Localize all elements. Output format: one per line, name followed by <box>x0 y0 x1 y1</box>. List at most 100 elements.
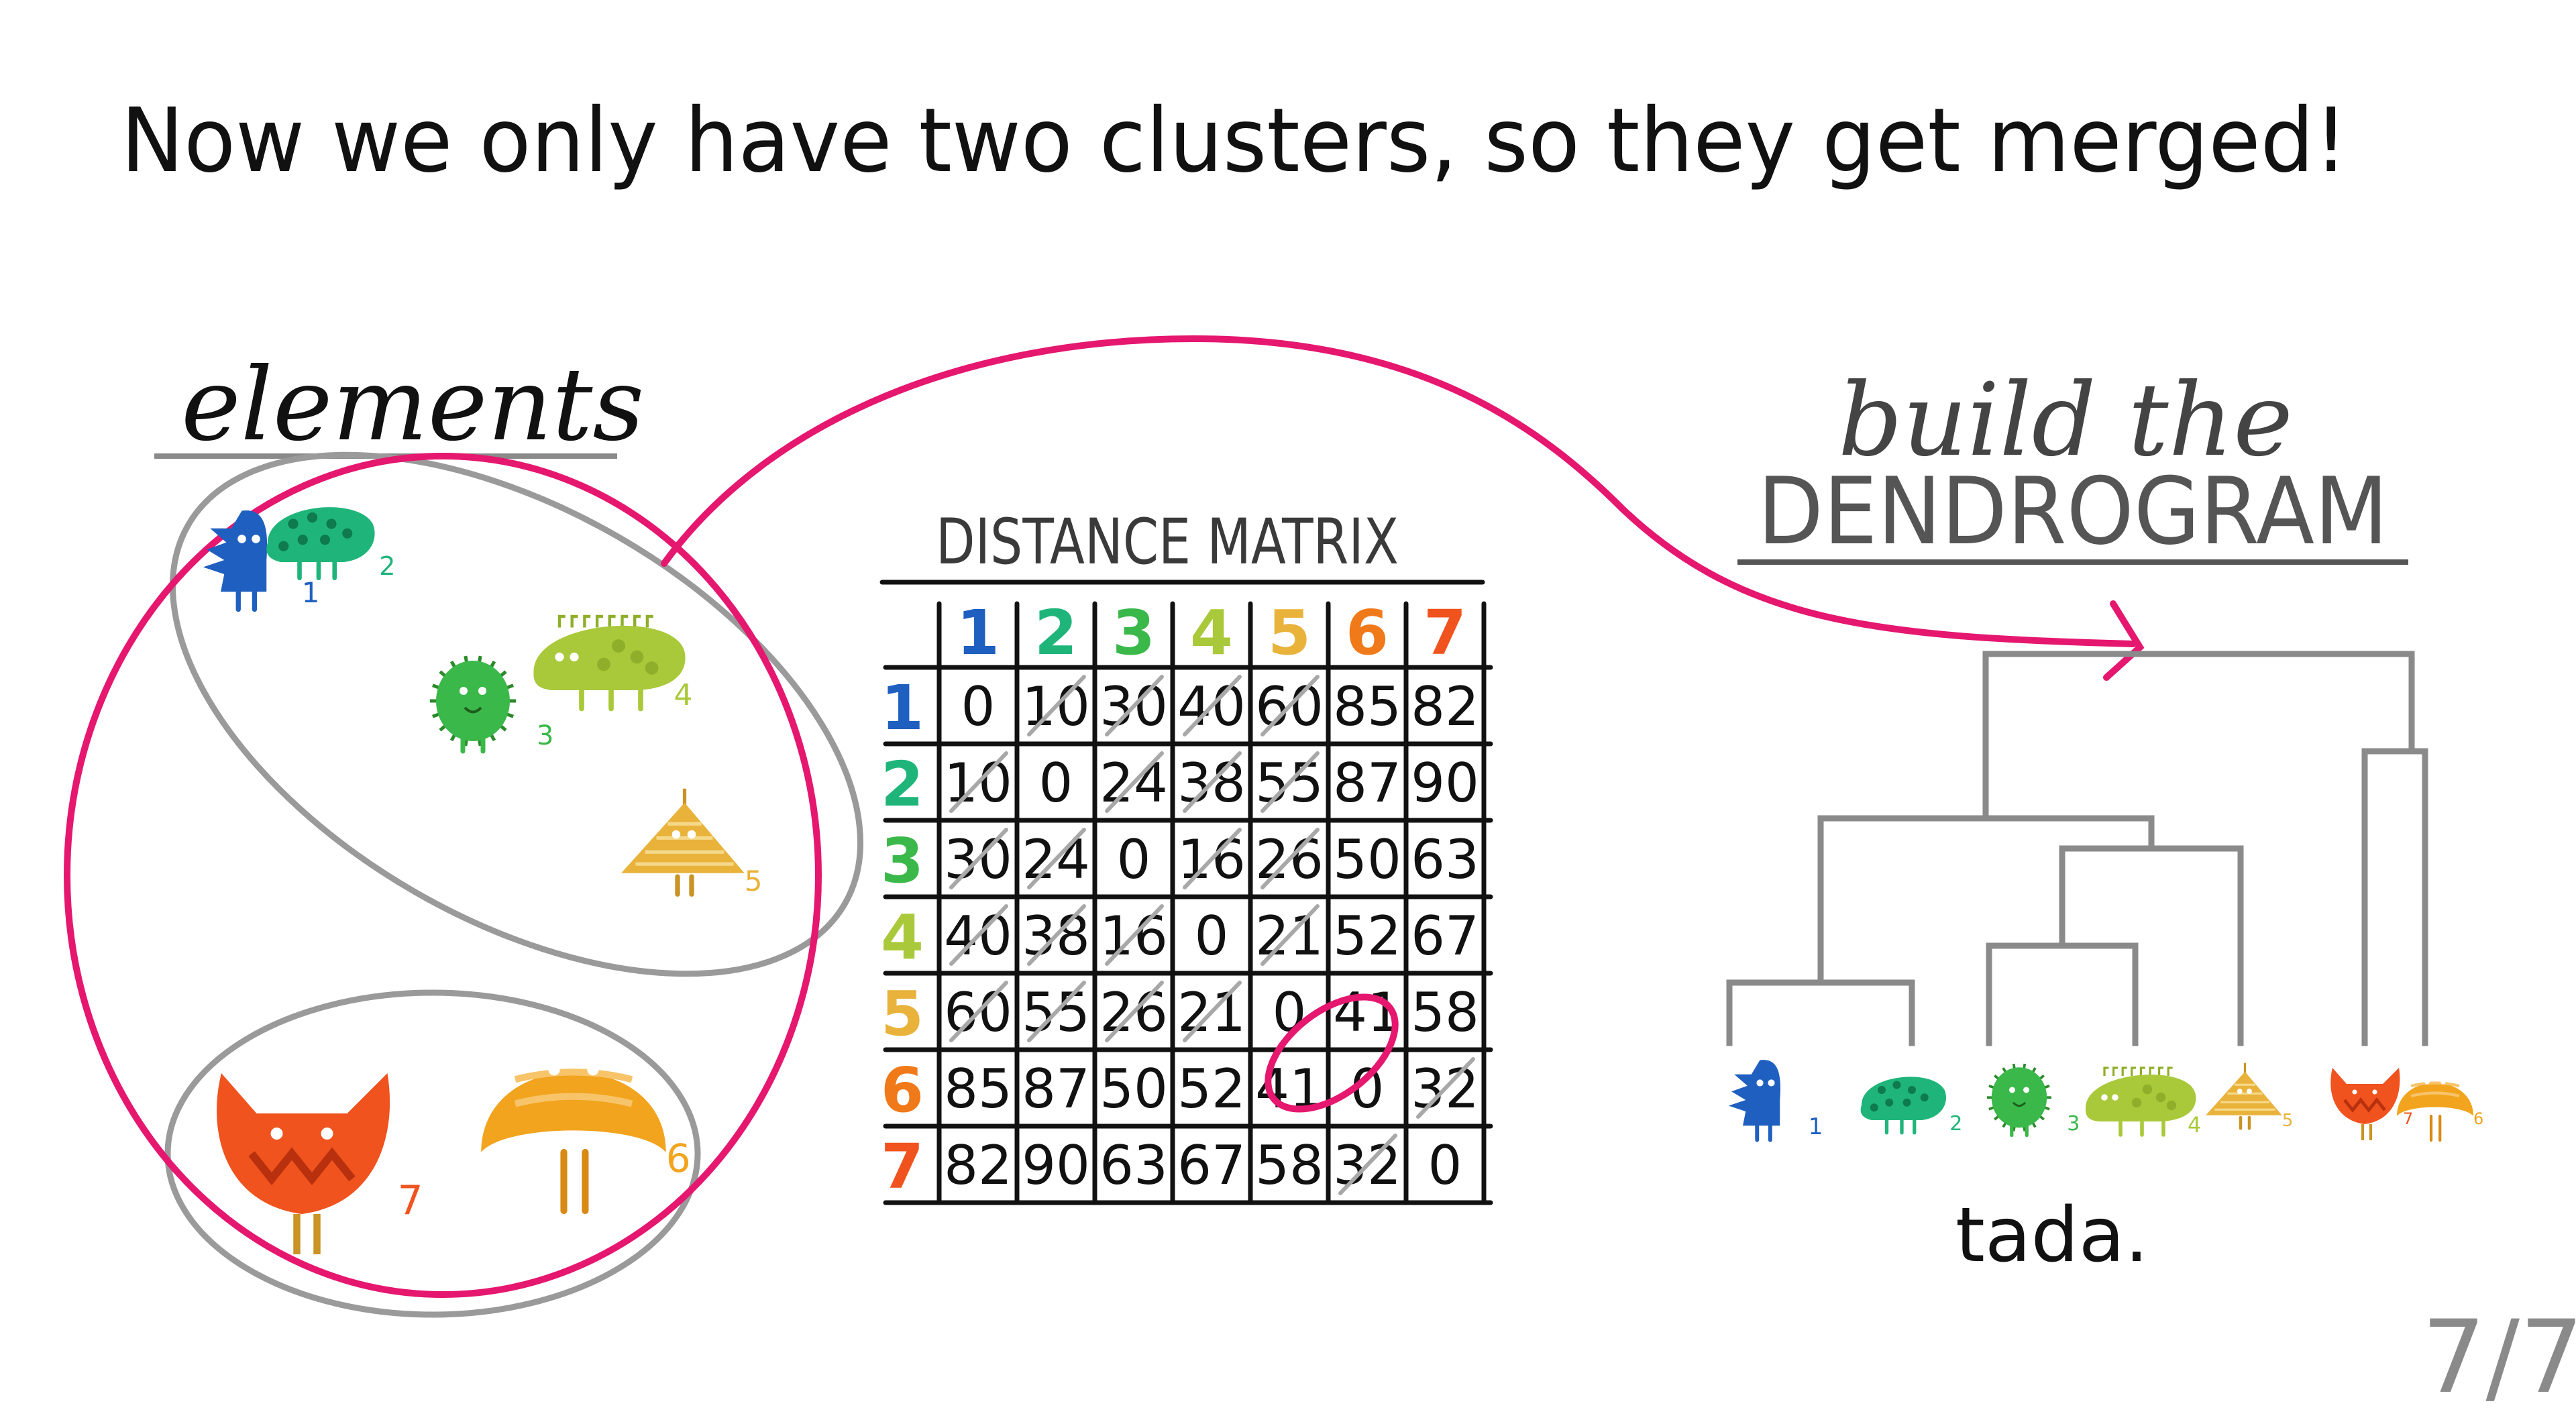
element-label: 1 <box>302 576 320 609</box>
arrow-head <box>2103 600 2145 681</box>
matrix-col-label: 3 <box>1112 597 1155 669</box>
yellow-triangle-monster-icon: 5 <box>2206 1062 2293 1131</box>
matrix-strike <box>1027 904 1086 966</box>
element-label: 6 <box>2473 1109 2483 1128</box>
element-label: 5 <box>745 865 763 897</box>
element-label: 3 <box>2067 1112 2080 1136</box>
matrix-strike <box>1183 828 1242 889</box>
matrix-strike <box>1338 1134 1397 1195</box>
matrix-strike <box>1183 981 1242 1042</box>
matrix-col-label: 2 <box>1034 597 1077 669</box>
matrix-strike <box>1027 981 1086 1042</box>
distance-matrix: DISTANCE MATRIX 123456712345670103040608… <box>879 506 1493 1205</box>
merge-arrow <box>661 335 2137 647</box>
matrix-row-label: 4 <box>881 901 924 973</box>
red-cup-monster-icon: 7 <box>2330 1068 2413 1141</box>
elements-heading: elements <box>181 347 644 463</box>
matrix-cell: 85 <box>944 1058 1012 1120</box>
matrix-cell: 82 <box>1411 675 1479 738</box>
yellow-green-caterpillar-monster-icon: 4 <box>2085 1066 2201 1138</box>
element-label: 1 <box>1809 1113 1823 1140</box>
matrix-strike <box>1105 675 1164 736</box>
yellow-triangle-monster-icon: 5 <box>621 788 763 897</box>
matrix-col-label: 6 <box>1346 597 1389 669</box>
matrix-strike <box>1105 981 1164 1042</box>
matrix-strike <box>949 904 1008 966</box>
dendrogram-heading-title: DENDROGRAM <box>1758 457 2388 565</box>
matrix-row-label: 3 <box>881 825 924 897</box>
matrix-row-label: 7 <box>881 1131 924 1203</box>
dendrogram-caption: tada. <box>1955 1192 2149 1279</box>
matrix-col-label: 4 <box>1190 597 1233 669</box>
matrix-cell: 63 <box>1099 1134 1168 1197</box>
matrix-cell: 52 <box>1177 1058 1246 1120</box>
matrix-cell: 52 <box>1333 905 1401 967</box>
orange-dome-monster-icon: 6 <box>2397 1079 2483 1142</box>
green-fuzzy-monster-icon: 3 <box>430 655 553 754</box>
matrix-strike <box>1260 751 1320 813</box>
matrix-cell: 50 <box>1099 1058 1168 1120</box>
yellow-green-caterpillar-monster-icon: 4 <box>533 614 693 712</box>
matrix-strike <box>1027 828 1086 889</box>
matrix-cell: 0 <box>1039 752 1073 814</box>
matrix-cell: 90 <box>1411 752 1479 814</box>
matrix-row-label: 5 <box>881 978 924 1050</box>
matrix-strike <box>949 751 1008 813</box>
matrix-cell: 87 <box>1022 1058 1090 1120</box>
matrix-cell: 0 <box>1117 828 1151 891</box>
matrix-cell: 87 <box>1333 752 1401 814</box>
orange-dome-monster-icon: 6 <box>481 1064 691 1215</box>
element-label: 2 <box>1949 1112 1962 1136</box>
matrix-col-label: 5 <box>1268 597 1311 669</box>
element-label: 2 <box>379 551 395 581</box>
matrix-col-label: 1 <box>957 597 1000 669</box>
red-cup-monster-icon: 7 <box>217 1073 423 1254</box>
cluster-ellipse-bottom <box>164 989 701 1318</box>
dendrogram <box>1726 651 2428 1046</box>
matrix-strike <box>1183 751 1242 813</box>
matrix-cell: 85 <box>1333 675 1401 738</box>
element-label: 7 <box>398 1177 423 1224</box>
dendro-link-3-4 <box>1986 942 2139 1046</box>
matrix-cell: 67 <box>1177 1134 1246 1197</box>
merge-circle <box>64 453 822 1298</box>
matrix-strike <box>949 981 1008 1042</box>
green-spotted-blob-monster-icon: 2 <box>1860 1077 1962 1136</box>
matrix-cell: 50 <box>1333 828 1401 891</box>
matrix-row-label: 6 <box>881 1054 924 1126</box>
matrix-strike <box>1105 751 1164 813</box>
blue-spiky-monster-icon: 1 <box>1728 1060 1823 1142</box>
cluster-ellipse-top <box>169 451 864 977</box>
green-fuzzy-monster-icon: 3 <box>1987 1063 2080 1138</box>
element-label: 4 <box>674 678 693 712</box>
matrix-strike <box>1416 1057 1475 1119</box>
matrix-cell: 0 <box>1195 905 1229 967</box>
matrix-heading: DISTANCE MATRIX <box>936 506 1399 579</box>
matrix-row-label: 2 <box>881 749 924 820</box>
dendro-link-root <box>1982 651 2415 822</box>
matrix-col-label: 7 <box>1424 597 1466 669</box>
matrix-cell: 0 <box>961 675 996 738</box>
page-number: 7/7 <box>2422 1299 2576 1416</box>
page-title: Now we only have two clusters, so they g… <box>121 89 2348 193</box>
matrix-strike <box>1183 675 1242 736</box>
dendro-link-7-6 <box>2361 748 2428 1046</box>
matrix-strike <box>1105 904 1164 966</box>
matrix-cell: 63 <box>1411 828 1479 891</box>
element-label: 4 <box>2188 1112 2201 1138</box>
dendro-link-1-2 <box>1726 979 1915 1046</box>
matrix-strike <box>1027 675 1086 736</box>
highlight-oval <box>1265 993 1399 1113</box>
element-label: 3 <box>537 720 553 751</box>
matrix-cell: 58 <box>1411 981 1479 1044</box>
matrix-strike <box>949 828 1008 889</box>
matrix-row-label: 1 <box>881 672 924 744</box>
dendrogram-heading-script: build the <box>1838 362 2293 479</box>
element-label: 7 <box>2403 1109 2413 1128</box>
matrix-strike <box>1260 904 1320 966</box>
matrix-cell: 90 <box>1022 1134 1090 1197</box>
matrix-strike <box>1260 828 1320 889</box>
matrix-cell: 58 <box>1255 1134 1324 1197</box>
